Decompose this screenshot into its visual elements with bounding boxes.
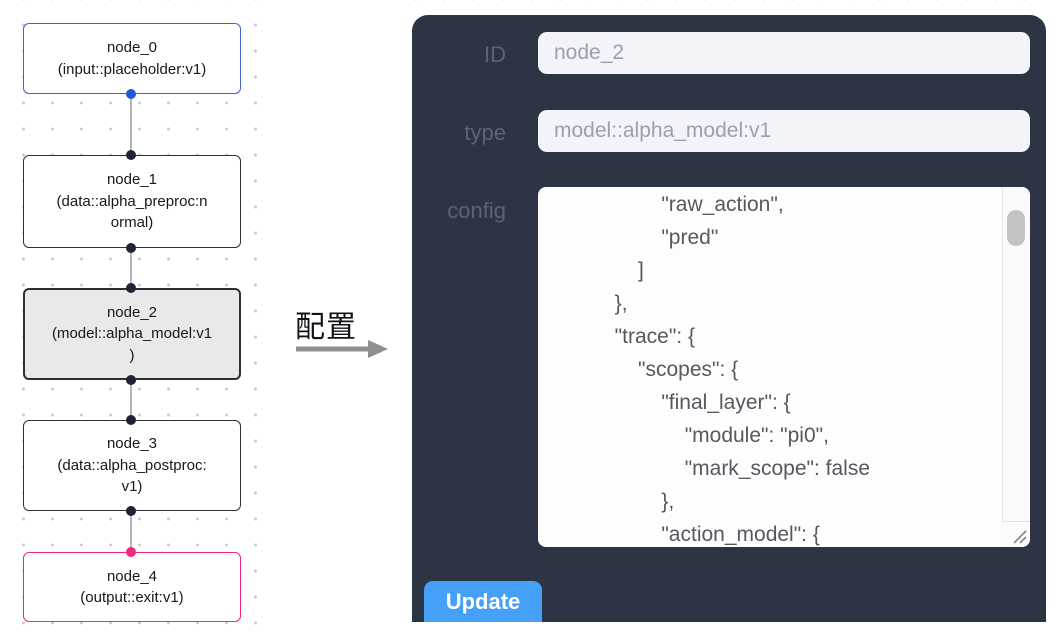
config-scrollbar-thumb[interactable] xyxy=(1007,210,1025,246)
port-node_1-out[interactable] xyxy=(126,243,136,253)
node-title: node_1 xyxy=(106,171,158,189)
flow-canvas[interactable]: node_0 (input::placeholder:v1) node_1 (d… xyxy=(0,0,270,643)
node-title: node_4 xyxy=(106,567,158,585)
type-input[interactable] xyxy=(538,110,1030,152)
port-node_1-in[interactable] xyxy=(126,150,136,160)
port-node_3-out[interactable] xyxy=(126,506,136,516)
node-config-panel: ID type config "raw_action", "pred" ] },… xyxy=(412,15,1046,622)
update-button[interactable]: Update xyxy=(424,581,542,622)
config-scrollbar-corner xyxy=(1002,521,1030,547)
config-json-text[interactable]: "raw_action", "pred" ] }, "trace": { "sc… xyxy=(614,193,871,546)
flow-node-node_4[interactable]: node_4 (output::exit:v1) xyxy=(23,552,241,622)
edge-node_0-node_1 xyxy=(130,94,132,155)
edge-node_1-node_2 xyxy=(130,248,132,288)
config-field-label: config xyxy=(447,198,506,223)
port-node_3-in[interactable] xyxy=(126,415,136,425)
edge-node_2-node_3 xyxy=(130,380,132,420)
port-node_2-out[interactable] xyxy=(126,375,136,385)
resize-grip-icon[interactable] xyxy=(1010,527,1028,545)
right-arrow-icon xyxy=(296,340,388,358)
node-subtitle: (output::exit:v1) xyxy=(80,589,184,606)
id-field-label: ID xyxy=(484,42,506,67)
port-node_0-out[interactable] xyxy=(126,89,136,99)
port-node_2-in[interactable] xyxy=(126,283,136,293)
port-node_4-in[interactable] xyxy=(126,547,136,557)
configure-label: 配置 xyxy=(295,311,357,344)
flow-node-node_1[interactable]: node_1 (data::alpha_preproc:n ormal) xyxy=(23,155,241,248)
node-subtitle: (data::alpha_postproc: v1) xyxy=(57,456,207,496)
flow-node-node_0[interactable]: node_0 (input::placeholder:v1) xyxy=(23,23,241,94)
id-input[interactable] xyxy=(538,32,1030,74)
node-title: node_2 xyxy=(106,303,158,321)
config-textarea[interactable]: "raw_action", "pred" ] }, "trace": { "sc… xyxy=(538,187,1030,547)
edge-node_3-node_4 xyxy=(130,511,132,552)
node-title: node_0 xyxy=(106,39,158,56)
type-field-label: type xyxy=(464,120,506,145)
node-title: node_3 xyxy=(106,435,158,453)
node-subtitle: (data::alpha_preproc:n ormal) xyxy=(56,192,208,232)
node-subtitle: (model::alpha_model:v1 ) xyxy=(51,325,213,364)
flow-node-node_3[interactable]: node_3 (data::alpha_postproc: v1) xyxy=(23,420,241,511)
config-scrollbar[interactable] xyxy=(1002,187,1030,547)
node-subtitle: (input::placeholder:v1) xyxy=(57,60,207,78)
flow-node-node_2[interactable]: node_2 (model::alpha_model:v1 ) xyxy=(23,288,241,380)
